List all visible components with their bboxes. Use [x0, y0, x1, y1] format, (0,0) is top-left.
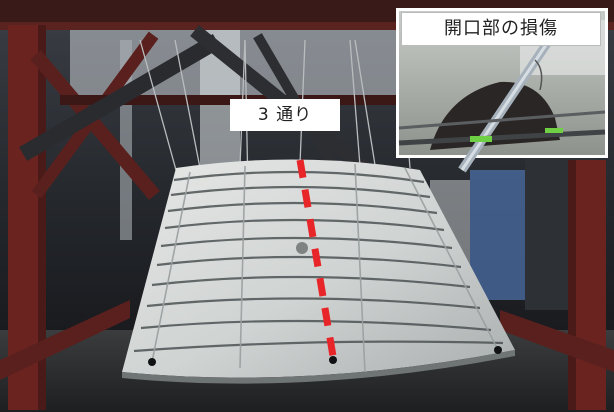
- line-3-label: 3 通り: [230, 99, 340, 131]
- panel-longitudinal-bars: [151, 163, 499, 373]
- inset-damage-label: 開口部の損傷: [401, 12, 601, 46]
- panel-ribs: [133, 170, 504, 353]
- panel-holes: [148, 242, 502, 366]
- line-3-dashed-marker: [296, 159, 338, 363]
